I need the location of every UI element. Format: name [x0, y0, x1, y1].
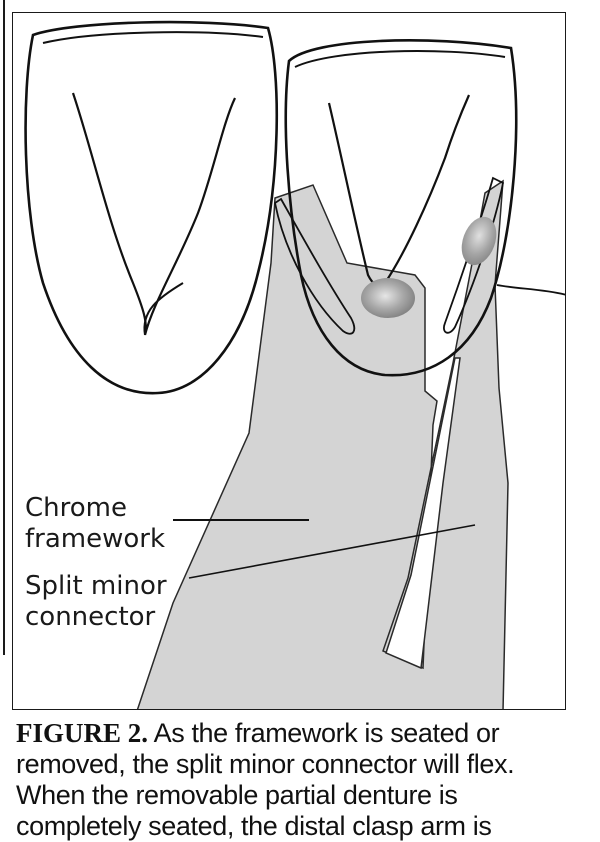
left-tooth-rim — [42, 31, 264, 44]
right-tooth-outline — [284, 39, 518, 377]
split-minor-connector-label: Split minor connector — [25, 571, 167, 633]
mesial-clasp-arm — [273, 197, 356, 335]
caption-line-4: completely seated, the distal clasp arm … — [16, 811, 492, 841]
right-tooth-groove — [327, 94, 471, 287]
mesial-occlusal-rest — [361, 278, 415, 318]
figure-number: FIGURE 2. — [16, 718, 149, 748]
dental-framework-diagram — [24, 20, 565, 709]
left-tooth-groove-inner — [143, 282, 184, 336]
chrome-framework-label-line-1: Chrome — [25, 493, 127, 523]
split-connector-label-line-1: Split minor — [25, 571, 167, 601]
caption-line-3: When the removable partial denture is — [16, 780, 458, 810]
right-tooth-rim — [294, 50, 506, 68]
split-connector-label-line-2: connector — [25, 602, 156, 632]
caption-line-1: FIGURE 2. As the framework is seated or — [16, 718, 596, 749]
chrome-framework-label: Chrome framework — [25, 493, 165, 555]
figure-illustration: Chrome framework Split minor connector — [12, 12, 566, 710]
chrome-framework-label-line-2: framework — [25, 524, 166, 554]
split-gap — [385, 357, 461, 670]
adjacent-ridge-line — [496, 284, 565, 296]
distal-occlusal-rest — [461, 216, 497, 266]
left-tooth-outline — [24, 20, 279, 395]
caption-line-2: removed, the split minor connector will … — [16, 749, 515, 779]
split-connector-leader-line — [188, 524, 476, 579]
caption-text-1: As the framework is seated or — [153, 718, 500, 748]
left-border-rule — [3, 0, 5, 655]
figure-caption: FIGURE 2. As the framework is seated or … — [16, 718, 596, 842]
